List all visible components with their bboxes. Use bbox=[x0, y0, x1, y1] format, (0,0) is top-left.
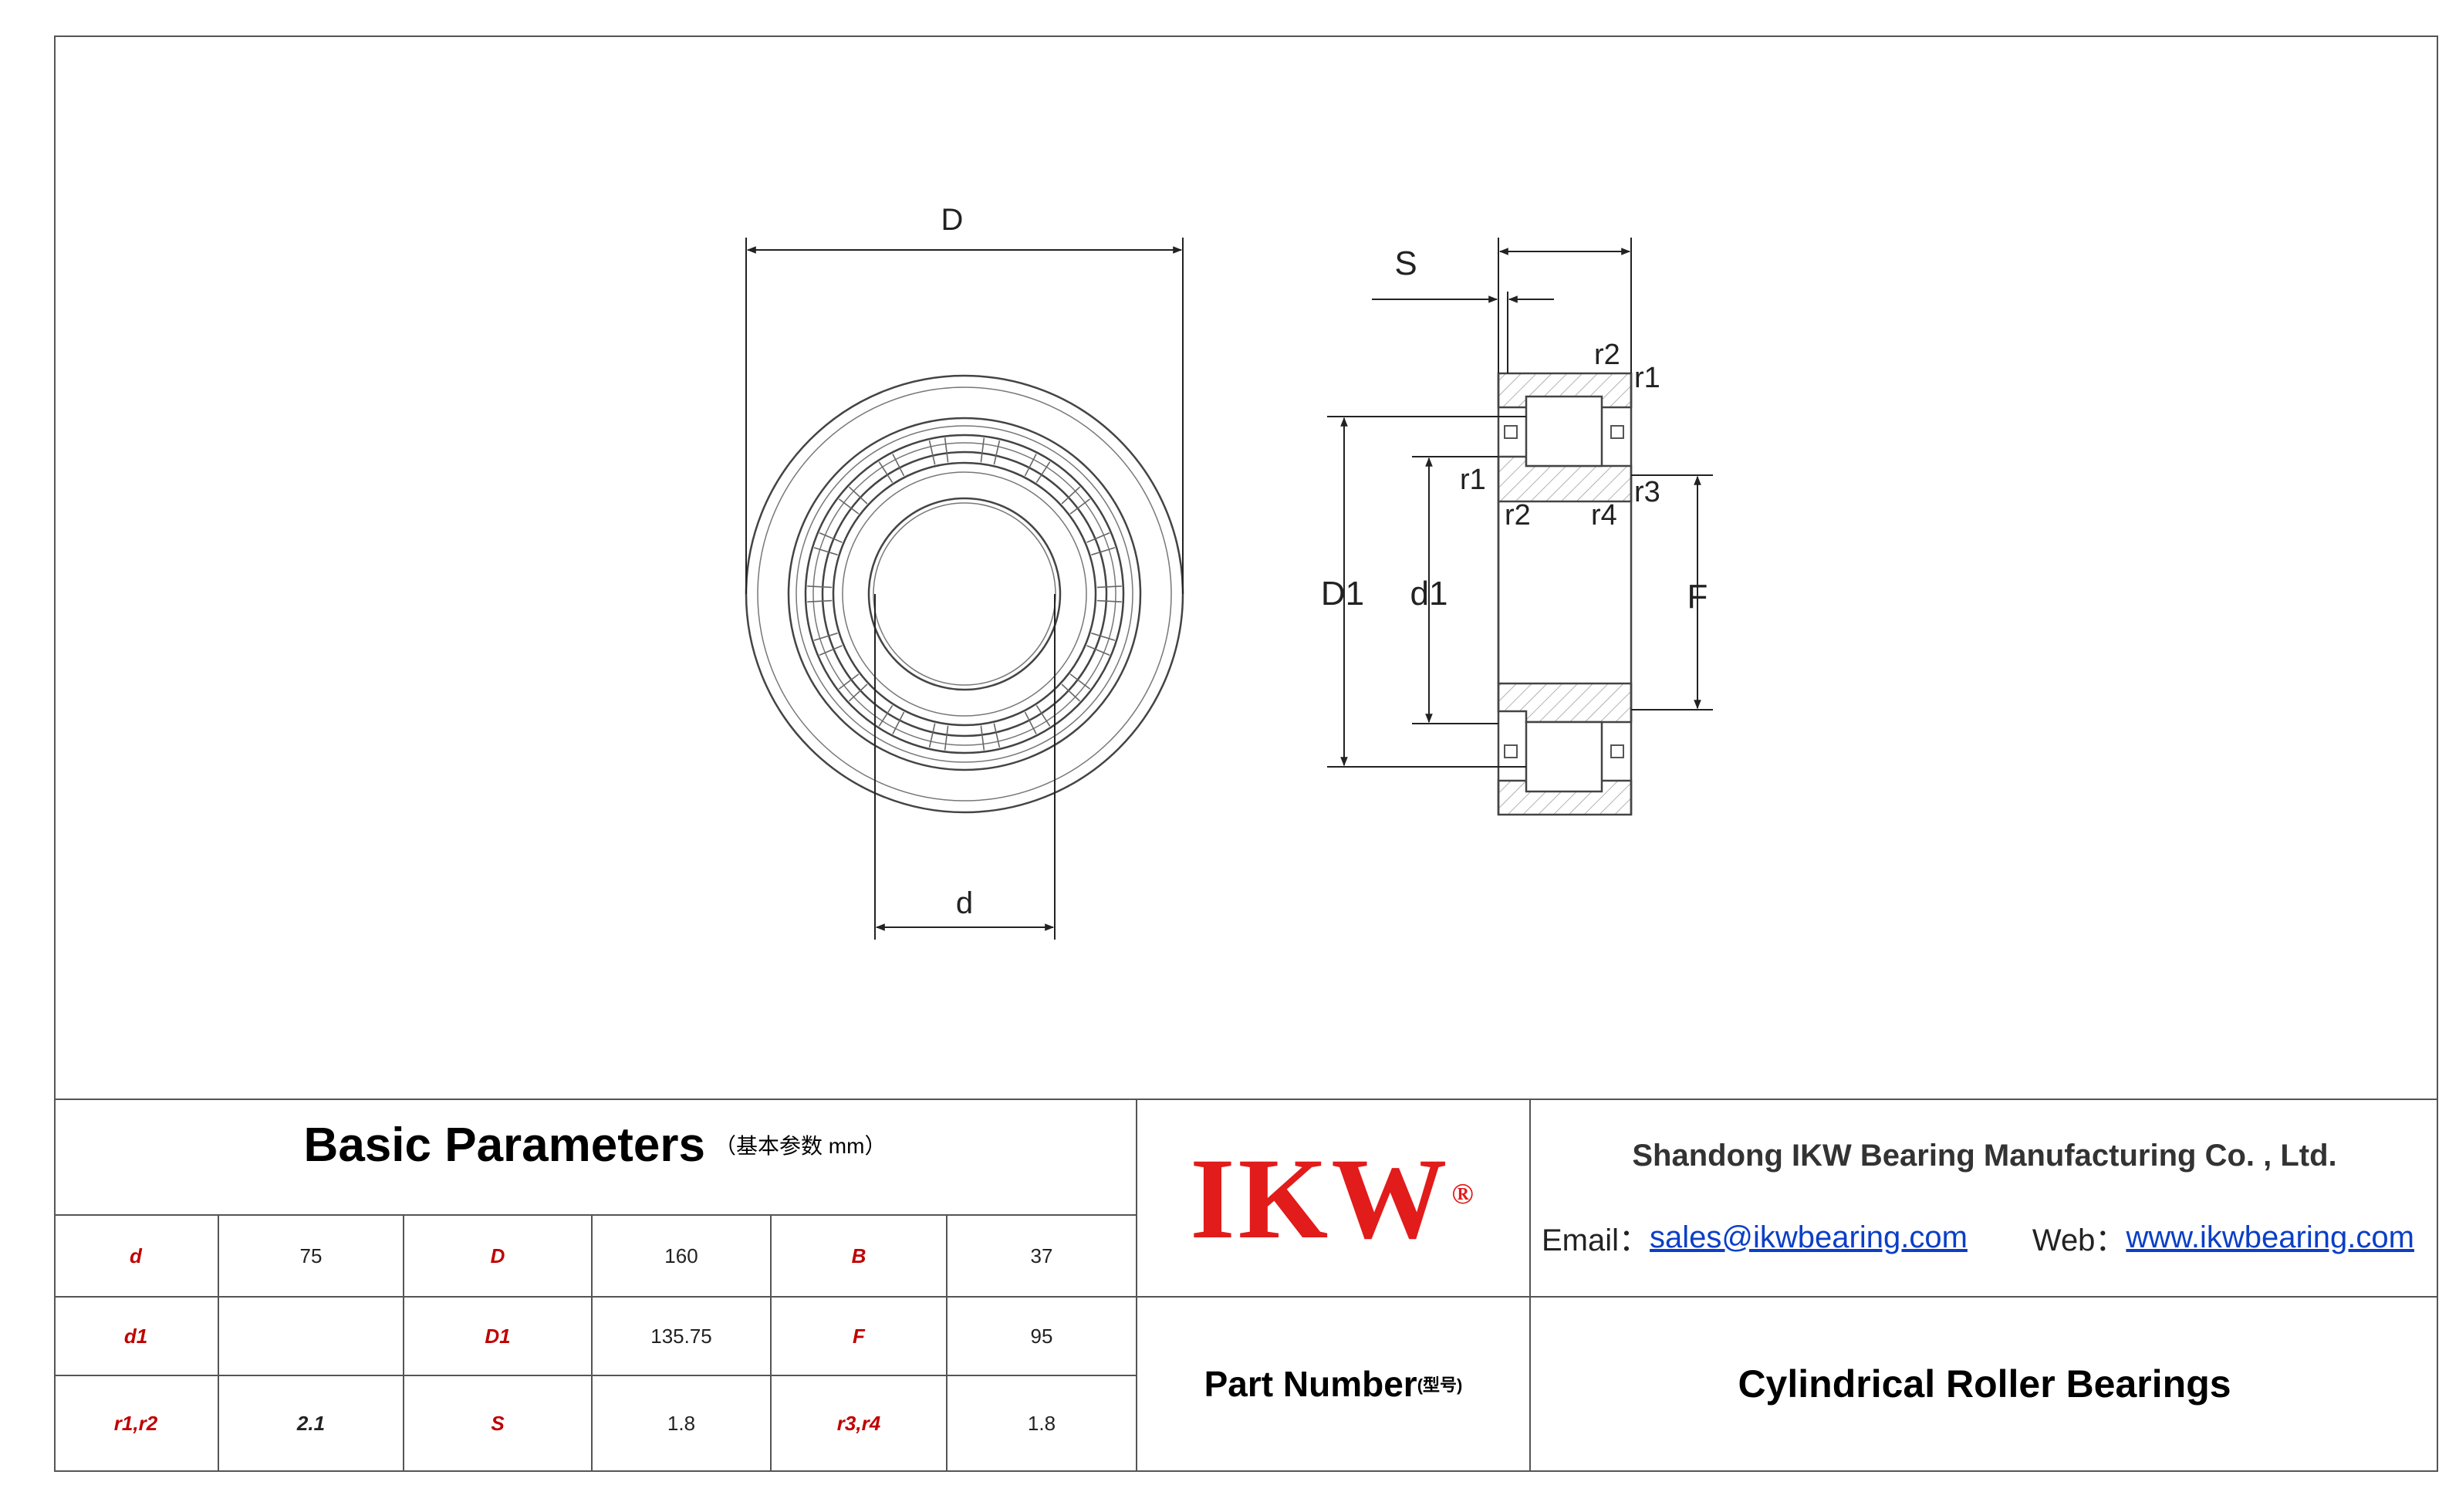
roller-slot-line bbox=[1024, 454, 1037, 477]
roller-slot-line bbox=[848, 683, 868, 702]
label-F: F bbox=[1687, 578, 1708, 616]
roller-slot-line bbox=[1035, 705, 1051, 727]
roller-slot-line bbox=[1096, 599, 1122, 602]
params-title: Basic Parameters bbox=[303, 1118, 706, 1172]
param-label: S bbox=[491, 1411, 505, 1435]
dimension-d bbox=[874, 594, 1056, 940]
email-link[interactable]: sales@ikwbearing.com bbox=[1650, 1220, 1968, 1254]
roller-slot-line bbox=[993, 440, 1001, 465]
label-D: D bbox=[941, 203, 964, 237]
roller-slot-line bbox=[878, 461, 893, 483]
dimension-d1 bbox=[1412, 456, 1498, 724]
param-label: D bbox=[490, 1244, 505, 1267]
part-number-label: Part Number bbox=[1204, 1364, 1417, 1404]
dimension-D bbox=[745, 238, 1184, 594]
roller-slot-line bbox=[1024, 711, 1037, 734]
label-d: d bbox=[956, 886, 973, 920]
param-value: 135.75 bbox=[650, 1324, 712, 1348]
param-value: 75 bbox=[299, 1244, 323, 1267]
roller-slot-line bbox=[1091, 547, 1116, 556]
roller-slot-line bbox=[819, 645, 843, 656]
roller-slot-line bbox=[944, 725, 949, 751]
param-value: 37 bbox=[1030, 1244, 1053, 1267]
label-r3: r3 bbox=[1634, 476, 1660, 508]
param-value: 1.8 bbox=[667, 1411, 696, 1435]
part-number-label-cn: (型号) bbox=[1417, 1375, 1463, 1395]
bore-circle bbox=[867, 497, 1062, 691]
roller-slot-line bbox=[813, 632, 838, 641]
part-number-cell: Part Number(型号) bbox=[1137, 1298, 1529, 1470]
roller-slot-line bbox=[1061, 486, 1081, 505]
roller-slot-line bbox=[993, 723, 1001, 748]
label-r4: r4 bbox=[1591, 499, 1617, 532]
roller-slot-line bbox=[1086, 645, 1110, 656]
roller-bottom bbox=[1525, 721, 1603, 793]
front-view bbox=[745, 374, 1184, 814]
bearing-drawing: D d S bbox=[745, 203, 1713, 940]
label-r2-top: r2 bbox=[1594, 339, 1620, 371]
outer-ring-edge bbox=[745, 374, 1184, 814]
contact-line: Email： sales@ikwbearing.com Web： www.ikw… bbox=[1531, 1191, 2438, 1284]
web-label: Web： bbox=[2032, 1223, 2126, 1257]
param-label: d1 bbox=[123, 1324, 148, 1348]
roller-slot-line bbox=[813, 547, 838, 556]
dimension-F bbox=[1631, 474, 1713, 710]
roller-slot-line bbox=[892, 711, 905, 734]
roller-slot-line bbox=[807, 599, 833, 602]
roller-slot-line bbox=[848, 486, 868, 505]
dimension-S bbox=[1372, 238, 1632, 373]
param-value: 1.8 bbox=[1027, 1411, 1056, 1435]
label-d1: d1 bbox=[1410, 575, 1448, 613]
params-header: Basic Parameters （基本参数 mm） bbox=[54, 1106, 1136, 1183]
roller-top bbox=[1525, 395, 1603, 467]
param-value: 2.1 bbox=[296, 1411, 326, 1435]
roller-slot-line bbox=[807, 586, 833, 589]
product-type: Cylindrical Roller Bearings bbox=[1738, 1362, 2231, 1406]
roller-slot-line bbox=[944, 437, 949, 463]
label-D1: D1 bbox=[1321, 575, 1364, 613]
roller-slot-line bbox=[819, 532, 843, 543]
roller-slot-line bbox=[980, 437, 985, 463]
param-label: B bbox=[851, 1244, 866, 1267]
roller-slot-line bbox=[980, 725, 985, 751]
roller-slot-line bbox=[1061, 683, 1081, 702]
param-label: F bbox=[853, 1324, 865, 1348]
dimension-D1 bbox=[1327, 416, 1526, 768]
logo-text: IKW bbox=[1190, 1135, 1451, 1263]
param-label: D1 bbox=[485, 1324, 511, 1348]
param-value: 160 bbox=[664, 1244, 698, 1267]
param-label: r1,r2 bbox=[113, 1411, 158, 1435]
roller-slot-line bbox=[838, 673, 860, 690]
roller-slot-line bbox=[1091, 632, 1116, 641]
web-link[interactable]: www.ikwbearing.com bbox=[2126, 1220, 2414, 1254]
roller-slot-line bbox=[878, 705, 893, 727]
label-r1-top: r1 bbox=[1634, 362, 1660, 394]
params-unit-note: （基本参数 mm） bbox=[714, 1134, 887, 1158]
ikw-logo: IKW® bbox=[1137, 1114, 1529, 1284]
roller-slot-line bbox=[1069, 498, 1091, 515]
roller-slot-line bbox=[892, 454, 905, 477]
label-S: S bbox=[1394, 245, 1417, 282]
param-label: d bbox=[130, 1244, 142, 1267]
label-r1-inner: r1 bbox=[1460, 464, 1486, 496]
roller-slot-line bbox=[1069, 673, 1091, 690]
roller-slot-line bbox=[928, 440, 936, 465]
roller-slot-line bbox=[1096, 586, 1122, 589]
roller-slot-line bbox=[838, 498, 860, 515]
roller-slot-line bbox=[928, 723, 936, 748]
roller-slot-line bbox=[1086, 532, 1110, 543]
param-value: 95 bbox=[1030, 1324, 1053, 1348]
email-label: Email： bbox=[1542, 1223, 1650, 1257]
company-name: Shandong IKW Bearing Manufacturing Co. ,… bbox=[1632, 1138, 2337, 1173]
label-r2-inner: r2 bbox=[1505, 499, 1531, 532]
param-value bbox=[219, 1298, 403, 1375]
roller-slot-line bbox=[1035, 461, 1051, 483]
title-block: Basic Parameters （基本参数 mm） d 75 D 160 B … bbox=[54, 1099, 2438, 1472]
side-view bbox=[1497, 372, 1633, 816]
registered-mark: ® bbox=[1451, 1178, 1477, 1210]
param-label: r3,r4 bbox=[836, 1411, 881, 1435]
